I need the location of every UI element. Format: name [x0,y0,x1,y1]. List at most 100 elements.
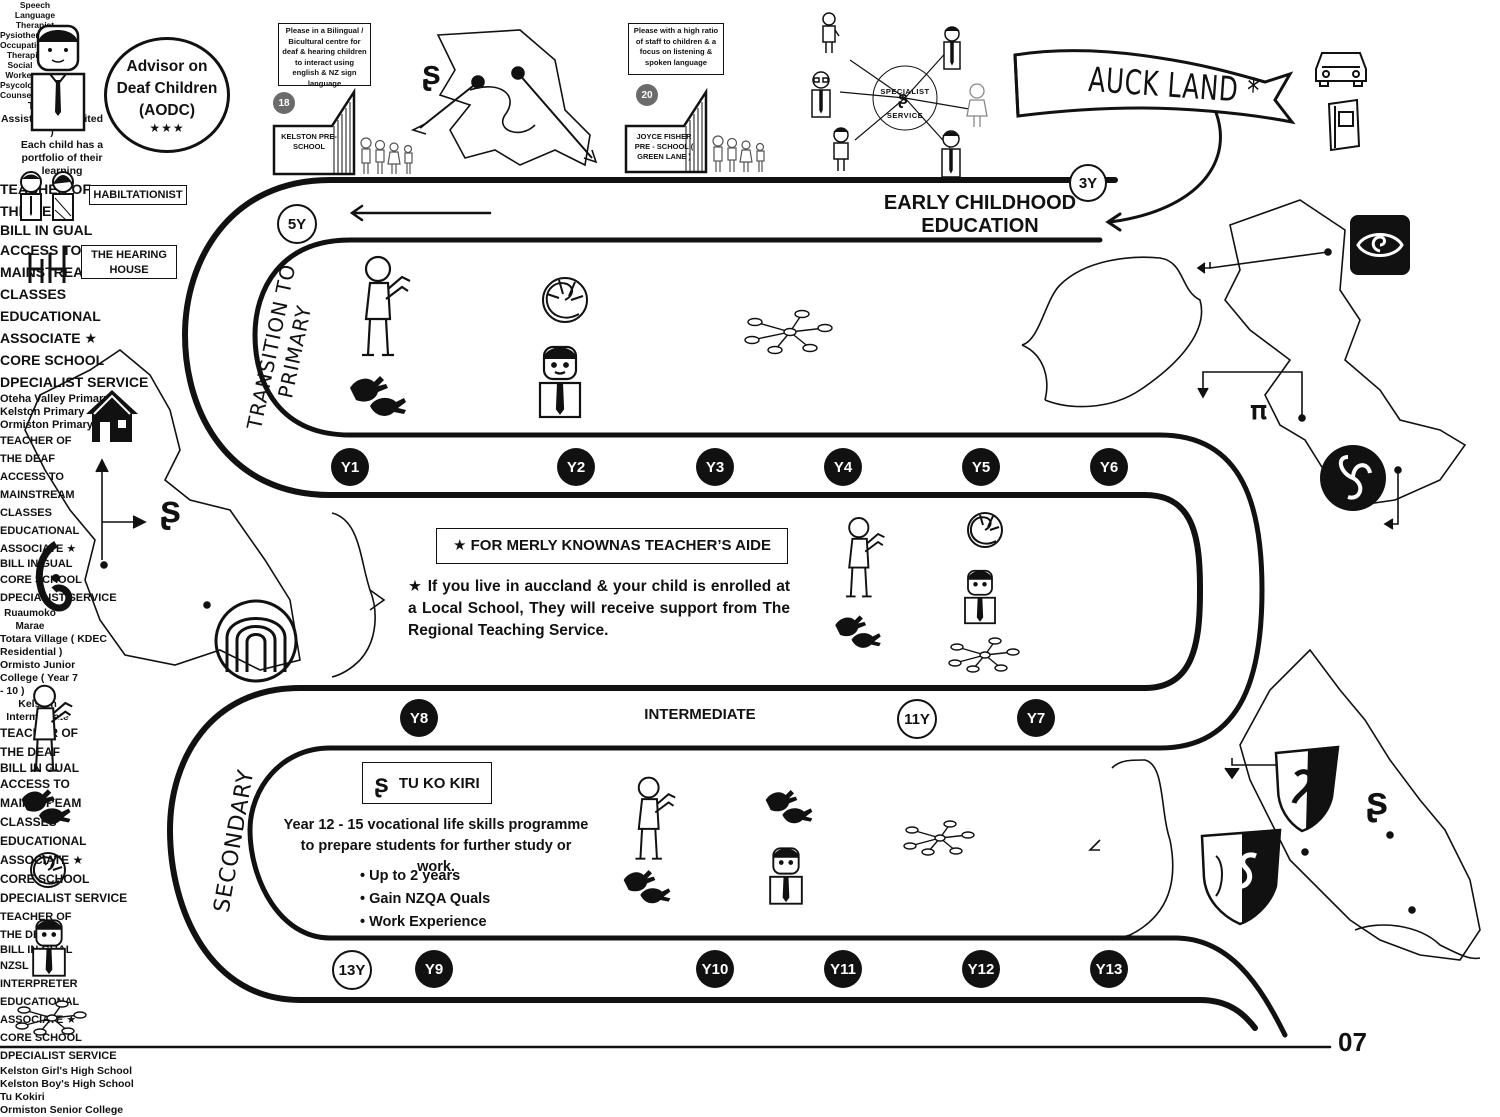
year-y12: Y12 [962,950,1000,988]
totara-village: Totara Village ( KDEC Residential ) [0,633,107,658]
stage-early-childhood: EARLY CHILDHOOD EDUCATION [883,192,1077,237]
counsellor-figure-icon [938,130,964,178]
habilitationist-label: HABILTATIONIST [89,185,187,205]
ormiston-primary-logo-icon [1318,443,1388,513]
secondary-map [1088,648,1481,961]
ormisto-logo-icon [213,598,299,684]
tukokiri-heading-box: ʂ TU KO KIRI [362,762,492,804]
access-mainstream-label: ACCESS TO MAINSTREAM CLASSES [0,242,95,302]
tukokiri-description: Year 12 - 15 vocational life skills prog… [283,817,589,875]
educational-associate-figure-icon [962,568,998,626]
oteha-valley-primary: Oteha Valley Primary [0,393,110,405]
sign-language-hands-icon [620,865,674,905]
educational-associate-figure-icon [536,345,584,419]
bullet-item: • Gain NZQA Quals [360,891,491,907]
year-y2: Y2 [557,448,595,486]
diagram-artwork [0,29,1481,1049]
educational-associate-label: EDUCATIONAL ASSOCIATE ★ [0,834,87,867]
kelston-preschool-building-icon [272,88,356,178]
ormisto-junior-college: Ormisto Junior College ( Year 7 - 10 ) [0,659,79,697]
year-y6: Y6 [1090,448,1128,486]
specialist-network [839,47,976,149]
tukokiri-title: TU KO KIRI [398,774,480,792]
access-mainstream-label: ACCESS TO MAINSTREAM CLASSES [0,471,75,519]
ormiston-senior-college: Ormiston Senior College [0,1104,124,1116]
kelston-preschool-note: Please in a Bilingual / Bicultural centr… [278,23,371,88]
year-y1: Y1 [331,448,369,486]
tukokiri-bullets: • Up to 2 years • Gain NZQA Quals • Work… [360,865,490,934]
top-map [410,29,598,167]
habilitationist-figures-icon [16,170,80,222]
age-13y-marker: 13Y [332,950,372,990]
year-y9: Y9 [415,950,453,988]
aodc-title: Advisor on Deaf Children (AODC) [116,58,218,119]
ormiston-primary: Ormiston Primary [0,419,93,431]
preschool-children-icon [358,136,418,176]
educational-associate-figure-icon [30,917,68,979]
kelston-boys-shield-icon [1198,826,1284,926]
kelston-girls-shield-icon [1272,745,1342,833]
bullet-item: • Work Experience [360,914,487,930]
social-worker-figure-icon [965,82,989,128]
specialist-service-center: SPECIALIST SERVICE [880,87,930,120]
road-inner-edge [247,237,1288,1038]
kelston-boys-high-school: Kelston Boy's High School [0,1078,134,1090]
kelston-girls-high-school: Kelston Girl's High School [0,1065,133,1077]
teacher-figure-icon [627,776,677,862]
role-counsellor: Counsellor [0,90,45,100]
core-icons [15,309,1020,1036]
bilingual-label: BILL IN GUAL [0,761,80,775]
kelston-primary-koru-icon: 𝛑 [1250,395,1268,425]
year-y7: Y7 [1017,699,1055,737]
role-physiotherapist: Pysiotherapist [0,30,59,40]
sign-language-hands-icon [346,370,410,418]
primary-map [1021,199,1467,530]
year-y4: Y4 [824,448,862,486]
intermediate-map [24,349,386,678]
sign-language-hands-icon [762,785,816,825]
sign-language-hands-icon [832,610,884,650]
year-y10: Y10 [696,950,734,988]
psychologist-figure-icon [830,126,852,172]
kelston-preschool-number: 18 [273,92,295,114]
hearing-house-label: THE HEARING HOUSE [81,245,177,279]
hearing-house-logo-icon [26,245,74,285]
tukokiri-koru-icon: ʂ [374,767,389,798]
aodc-figure-icon [28,22,88,132]
auckland-banner [1013,49,1296,125]
rating-stars-icon: ★★★ [149,121,185,135]
bilingual-label: BILL IN GUAL [0,222,93,238]
car-icon [1312,45,1370,87]
teacher-figure-icon [352,255,412,359]
bilingual-label: BILL IN GUAL [0,558,73,570]
koru-logo-icon: ʂ [422,54,441,92]
role-psychologist: Psycologist [0,80,48,90]
kelston-preschool-sign: KELSTON PRE-SCHOOL [281,132,337,151]
bullet-item: • Up to 2 years [360,868,461,884]
speech-therapist-figure-icon [818,12,840,54]
auckland-curve-arrow [1108,108,1222,224]
marae-house-icon [84,388,140,444]
joyce-fisher-sign: JOYCE FISHER PRE - SCHOOL ( GREEN LANE ) [634,132,694,161]
portfolio-text: Each child has a portfolio of their lear… [20,139,104,177]
year-y8: Y8 [400,699,438,737]
core-school-label: CORE SCHOOL DPECIALIST SERVICE [0,1032,117,1062]
road-outer-edge [166,177,1258,1031]
aide-heading: ★ FOR MERLY KNOWNAS TEACHER’S AIDE [436,528,788,564]
year-y13: Y13 [1090,950,1128,988]
core-school-label: CORE SCHOOL DPECIALIST SERVICE [0,872,128,905]
role-occupational-therapist: Occupational Therapist [0,40,54,60]
kelston-primary: Kelston Primary [0,406,85,418]
portfolio-book-icon [1325,98,1363,152]
joyce-fisher-note: Please with a high ratio of staff to chi… [628,23,724,75]
access-mainstream-label: ACCESS TO MAINSTREAM CLASSES [0,777,81,829]
regional-teaching-note: ★ If you live in auccland & your child i… [408,578,790,639]
specialist-koru-icon: ʂ [898,88,909,108]
totara-koru-icon: ʂ [160,489,182,531]
shell-icons [30,277,1003,888]
sign-language-hands-icon [18,784,74,826]
role-speech-therapist: Speech Language Therapist [14,0,56,30]
nzsl-interpreter-label: NZSL INTERPRETER [0,960,78,990]
page-number: 07 [1338,1027,1367,1057]
age-11y-marker: 11Y [897,699,937,739]
